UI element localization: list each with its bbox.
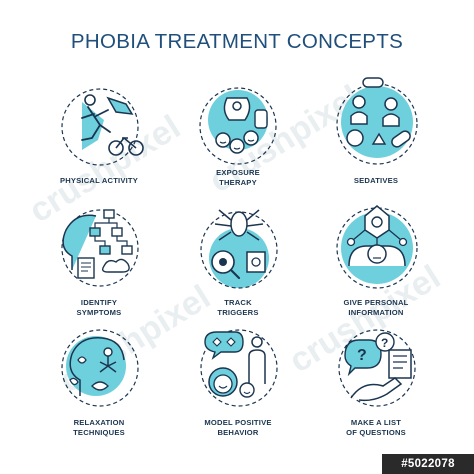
model-behavior-icon (191, 320, 285, 414)
svg-text:?: ? (357, 347, 367, 364)
svg-text:?: ? (381, 336, 388, 350)
concept-label-give-personal-information: GIVE PERSONAL INFORMATION (343, 298, 409, 317)
concept-label-physical-activity: PHYSICAL ACTIVITY (59, 176, 139, 185)
concept-label-track-triggers: TRACK TRIGGERS (217, 298, 259, 317)
stock-id-badge: #5022078 (382, 454, 474, 474)
pills-sedatives-icon (329, 72, 423, 166)
personal-info-network-icon (329, 196, 423, 290)
meditation-head-icon (52, 320, 146, 414)
concept-label-exposure-therapy: EXPOSURE THERAPY (216, 168, 260, 187)
exposure-therapy-icon (191, 80, 285, 174)
spider-target-icon (191, 200, 285, 294)
concept-label-model-positive-behavior: MODEL POSITIVE BEHAVIOR (204, 418, 272, 437)
questions-list-icon: ? ? (329, 320, 423, 414)
running-person-icon (52, 80, 146, 174)
concept-label-make-a-list-of-questions: MAKE A LIST OF QUESTIONS (346, 418, 406, 437)
concept-label-relaxation-techniques: RELAXATION TECHNIQUES (73, 418, 125, 437)
concept-label-sedatives: SEDATIVES (353, 176, 399, 185)
concept-label-identify-symptoms: IDENTIFY SYMPTOMS (76, 298, 122, 317)
head-flowchart-icon (52, 200, 146, 294)
page-title: PHOBIA TREATMENT CONCEPTS (70, 30, 404, 53)
